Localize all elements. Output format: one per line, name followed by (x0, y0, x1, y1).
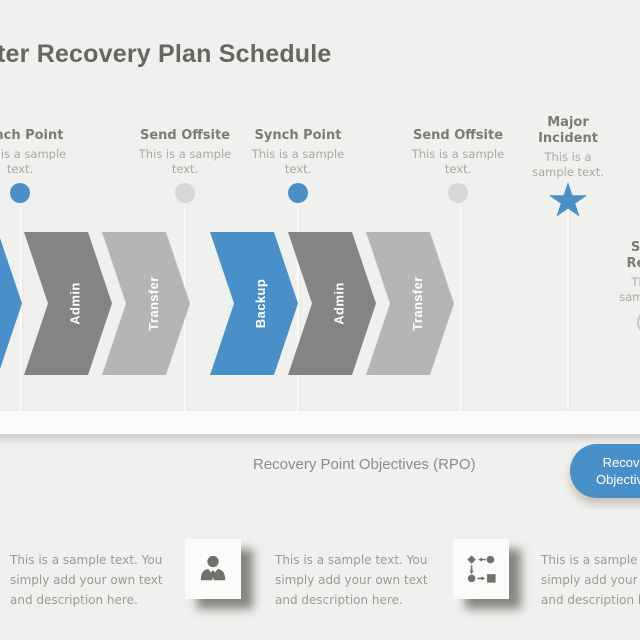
chevron-transfer-2: Transfer (366, 232, 454, 375)
milestone-synch-point-2: Synch Point This is a sample text. (233, 128, 363, 203)
milestone-circle-marker (175, 183, 195, 203)
rto-button[interactable]: Recovery Time Objectives (RTO) (570, 444, 640, 498)
milestone-sample-text: This is a sample text. (619, 275, 640, 304)
person-icon-tile (185, 539, 241, 599)
person-icon (200, 555, 226, 581)
milestone-label: Major Incident (538, 115, 598, 146)
note-text-2: This is a sample text. You simply add yo… (275, 553, 428, 607)
page-title: ter Recovery Plan Schedule (0, 40, 332, 68)
rpo-label: Recovery Point Objectives (RPO) (253, 456, 476, 473)
star-icon (548, 182, 588, 217)
milestone-synch-point-1: Synch Point This is a sample text. (0, 128, 85, 203)
milestone-send-offsite-2: Send Offsite This is a sample text. (393, 128, 523, 203)
chevron-backup-partial (0, 232, 22, 375)
workflow-icon-tile (453, 539, 509, 599)
chevron-transfer-1: Transfer (102, 232, 190, 375)
timeline-connector-line (460, 207, 462, 412)
milestone-label: Send Offsite (412, 128, 504, 143)
timeline-connector-line (297, 207, 299, 412)
milestone-sample-text: This is a sample text. (251, 147, 345, 176)
milestone-sample-text: This is a sample text. (411, 147, 505, 176)
chevron-admin-1: Admin (24, 232, 112, 375)
milestone-server-restore: Server Restore This is a sample text. (595, 240, 640, 305)
milestone-label: Synch Point (254, 128, 342, 143)
timeline-connector-line (20, 207, 22, 412)
milestone-sample-text: This is a sample text. (138, 147, 232, 176)
chevron-label: Admin (331, 282, 347, 325)
milestone-label: Send Offsite (139, 128, 231, 143)
milestone-send-offsite-1: Send Offsite This is a sample text. (120, 128, 250, 203)
chevron-label: Transfer (145, 276, 161, 331)
chevron-label: Admin (67, 282, 83, 325)
milestone-circle-marker (448, 183, 468, 203)
timeline-connector-line (567, 207, 569, 412)
milestone-label: Synch Point (0, 128, 64, 143)
chevron-label: Transfer (409, 276, 425, 331)
chevron-label: Backup (253, 278, 269, 329)
chevron-backup: Backup (210, 232, 298, 375)
timeline-bar (0, 411, 640, 434)
milestone-circle-marker (10, 183, 30, 203)
note-text-3: This is a sample text. You simply add yo… (541, 553, 640, 607)
milestone-major-incident: Major Incident This is a sample text. (523, 115, 613, 220)
milestone-circle-marker (288, 183, 308, 203)
rto-button-label: Recovery Time Objectives (RTO) (596, 455, 640, 487)
note-text-1: This is a sample text. You simply add yo… (10, 553, 163, 607)
milestone-label: Server Restore (626, 240, 640, 271)
milestone-sample-text: This is a sample text. (532, 150, 604, 179)
chevron-admin-2: Admin (288, 232, 376, 375)
milestone-sample-text: This is a sample text. (0, 147, 67, 176)
workflow-icon (467, 555, 496, 583)
